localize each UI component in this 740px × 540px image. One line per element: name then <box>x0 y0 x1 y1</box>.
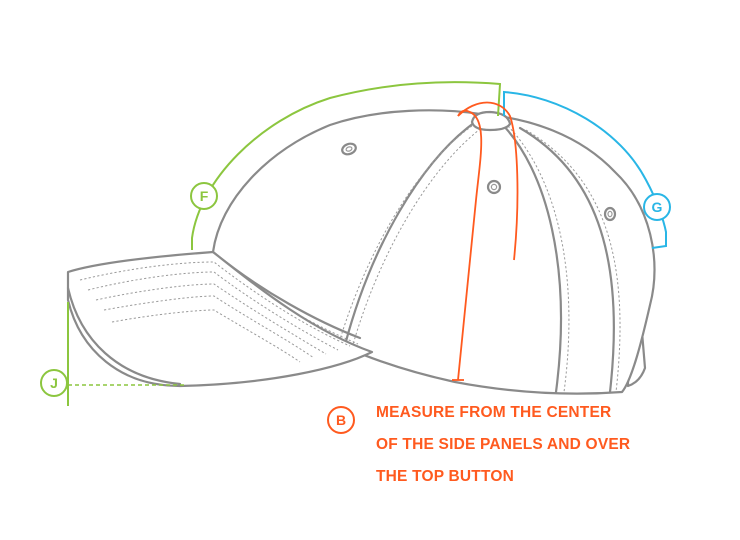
measure-f-badge <box>190 182 218 210</box>
measure-b-guide <box>452 101 519 381</box>
measure-g-label: G <box>652 199 663 215</box>
eyelet-icon <box>603 206 617 222</box>
eyelet-icon <box>486 179 502 195</box>
baseball-cap-illustration <box>66 109 656 395</box>
legend-b-badge <box>327 406 355 434</box>
measure-f-label: F <box>200 188 209 204</box>
instruction-line: THE TOP BUTTON <box>376 468 515 485</box>
measure-j-label: J <box>50 375 58 391</box>
cap-top-button <box>470 110 512 132</box>
instruction-line: OF THE SIDE PANELS AND OVER <box>376 436 631 453</box>
cap-brim-edge <box>66 286 182 386</box>
cap-brim <box>66 250 374 388</box>
measure-b-instructions: MEASURE FROM THE CENTER OF THE SIDE PANE… <box>376 402 696 498</box>
instruction-line: MEASURE FROM THE CENTER <box>376 404 612 421</box>
legend-b: B <box>327 406 355 434</box>
cap-panel-seam-right <box>498 120 563 394</box>
measure-j-guide: J <box>40 302 186 406</box>
cap-panel-seam-back <box>518 126 615 394</box>
cap-panel-seam-left <box>343 118 480 347</box>
measure-b-line-top <box>457 101 519 261</box>
measure-g-guide: G <box>503 90 671 249</box>
measure-f-guide: F <box>190 81 502 250</box>
measure-g-badge <box>643 193 671 221</box>
measure-g-line <box>503 90 667 249</box>
measure-j-badge <box>40 369 68 397</box>
eyelet-icon <box>341 142 357 156</box>
legend-b-label: B <box>336 412 346 428</box>
